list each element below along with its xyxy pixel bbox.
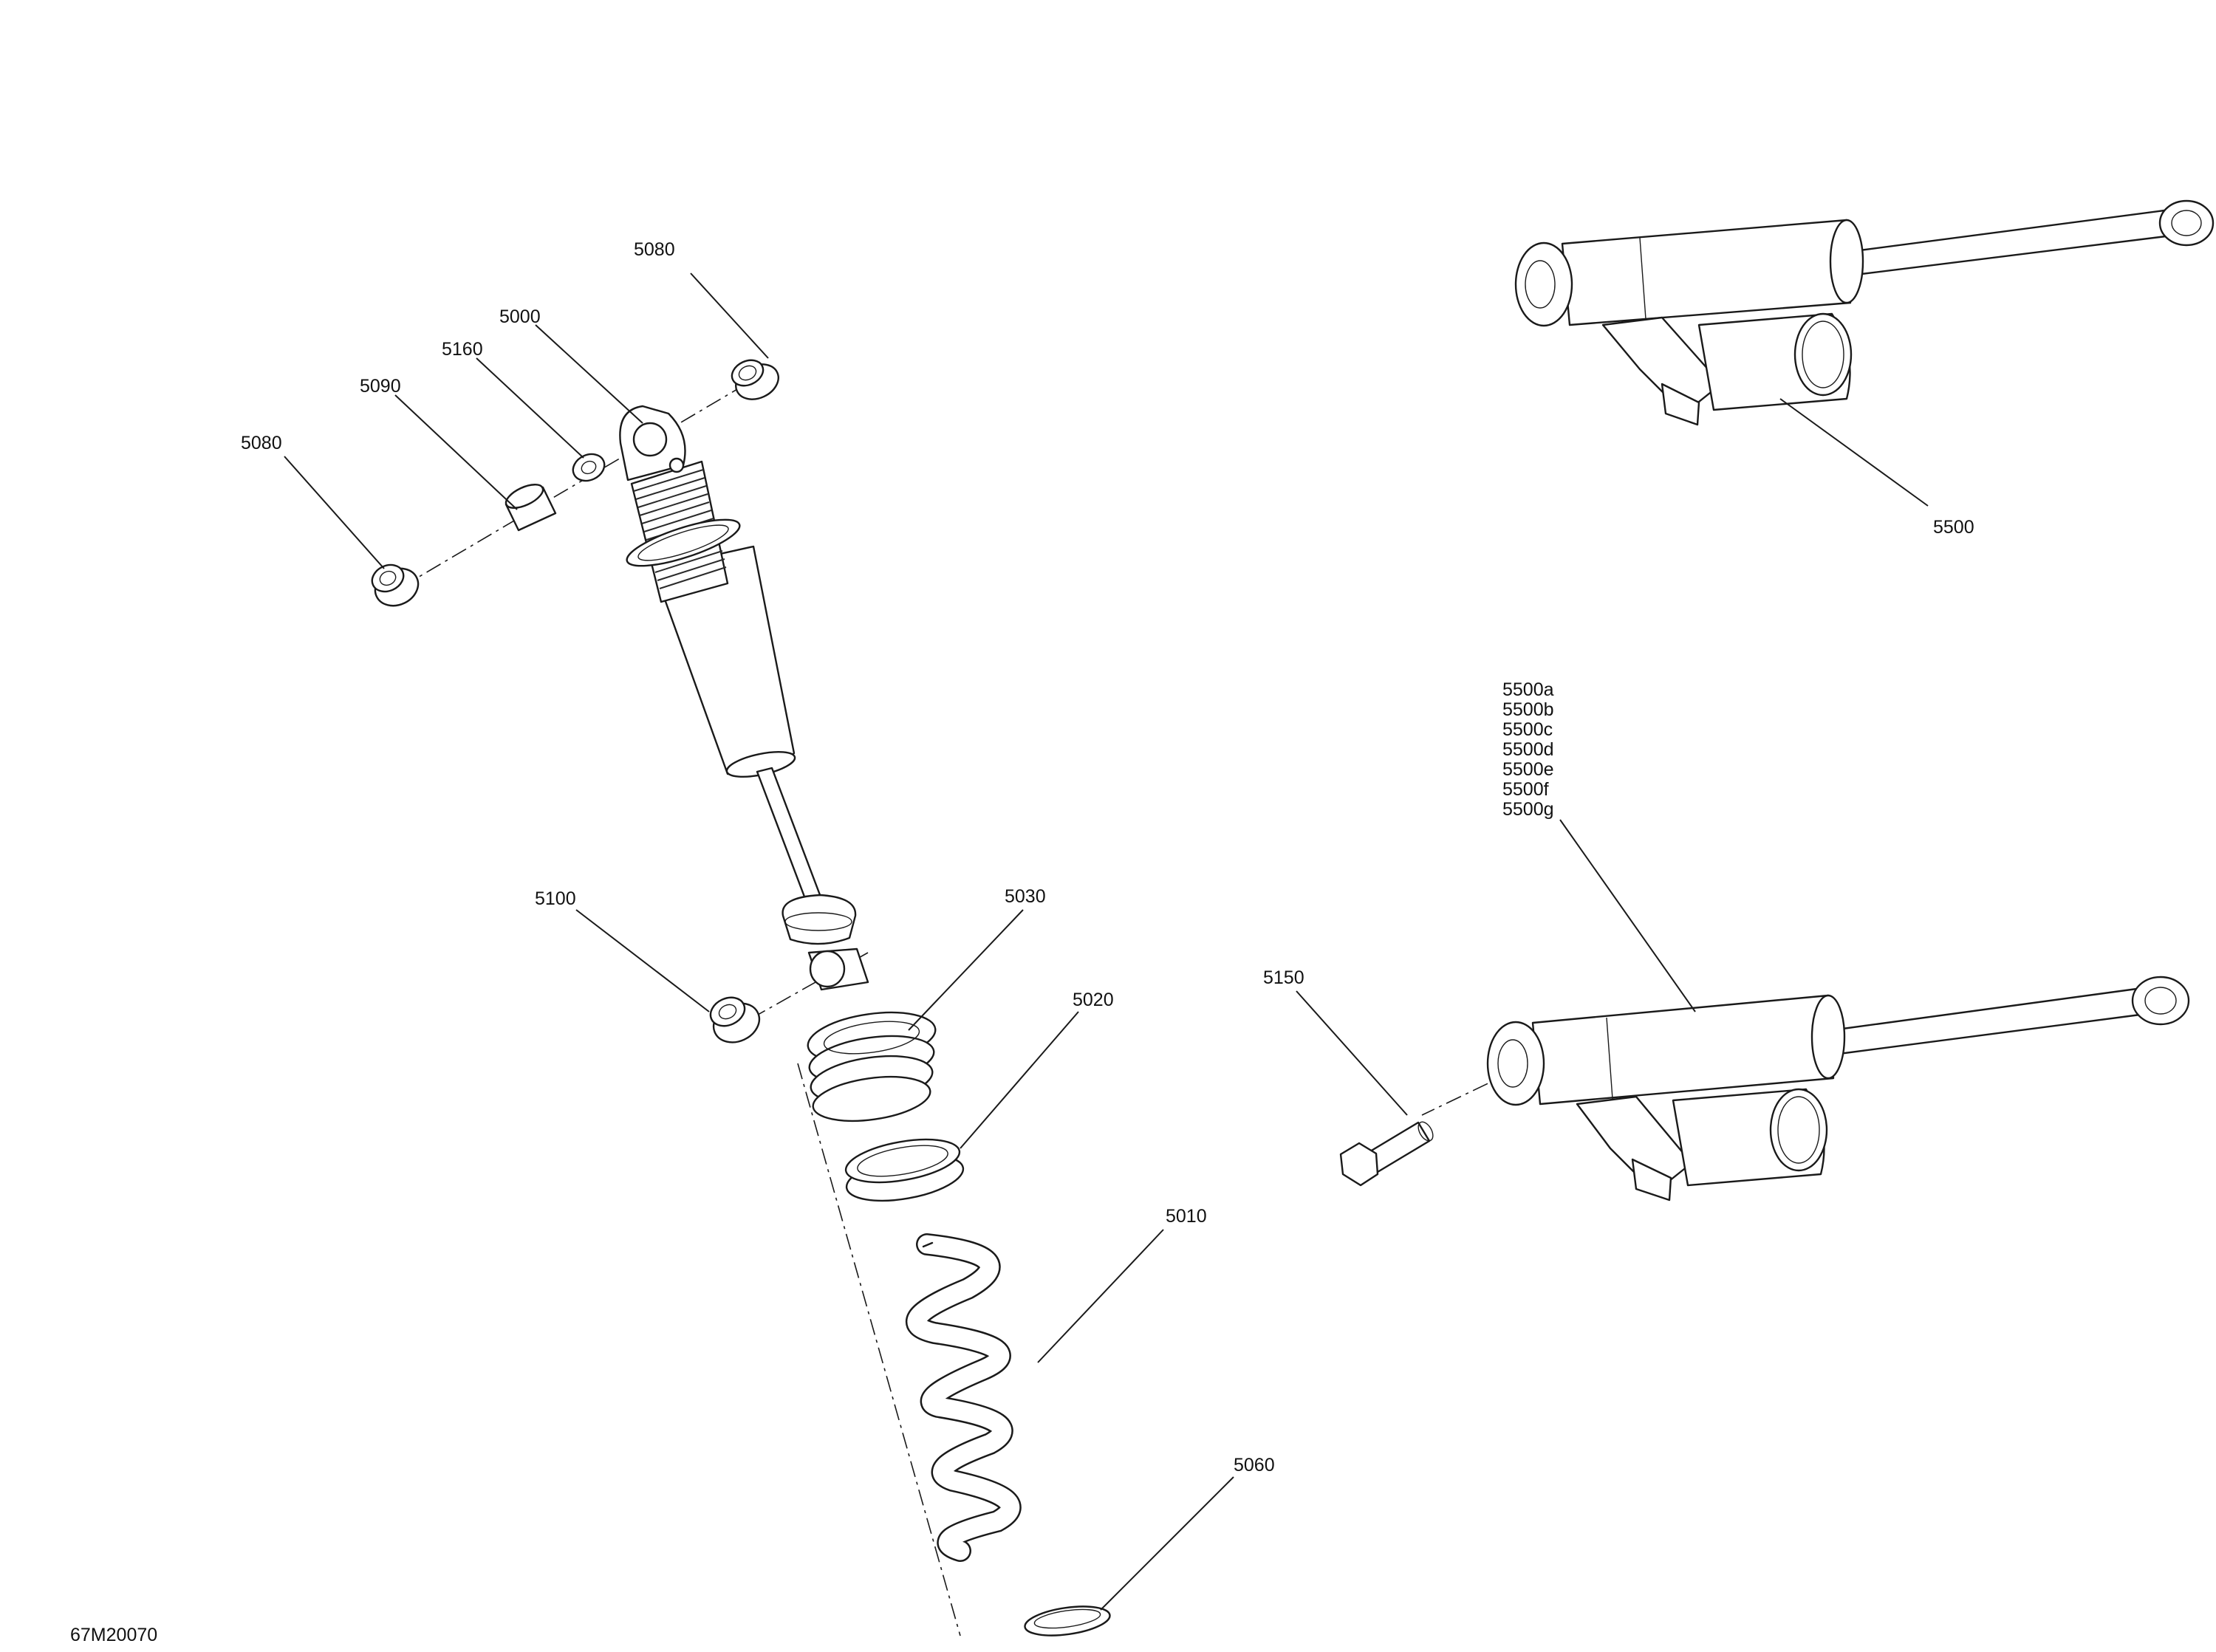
spring-retainer-5020 — [844, 1138, 965, 1202]
label-5000: 5000 — [499, 306, 541, 327]
label-5090: 5090 — [360, 376, 401, 397]
label-5500d: 5500d — [1502, 739, 1554, 760]
bolt-5150 — [1339, 1121, 1434, 1187]
bushing-5100 — [709, 996, 761, 1043]
spring-seat-5030 — [807, 1011, 937, 1123]
label-5500e: 5500e — [1502, 759, 1554, 780]
label-5150: 5150 — [1263, 967, 1304, 988]
label-5080-left: 5080 — [241, 433, 282, 453]
nut-5160 — [572, 453, 606, 482]
bushing-5080-top — [731, 359, 779, 400]
label-5030: 5030 — [1005, 886, 1046, 907]
label-5500g: 5500g — [1502, 799, 1554, 820]
part-labels: 5080 5000 5160 5090 5080 5100 5030 5020 … — [70, 239, 1974, 1645]
label-5100: 5100 — [535, 888, 576, 909]
shock-assembly-5500-variants — [1486, 976, 2190, 1202]
label-5010: 5010 — [1166, 1206, 1207, 1227]
label-5500b: 5500b — [1502, 699, 1554, 720]
label-5500: 5500 — [1933, 517, 1974, 538]
label-5500f: 5500f — [1502, 779, 1549, 800]
label-5060: 5060 — [1234, 1455, 1275, 1476]
assembly-axes — [394, 383, 1515, 1636]
shock-assembly-5500 — [1514, 199, 2215, 426]
sleeve-5090 — [505, 484, 557, 532]
label-5160: 5160 — [442, 339, 483, 360]
coil-spring-5010 — [906, 1233, 1022, 1562]
label-5500c: 5500c — [1502, 719, 1553, 740]
shock-absorber-5000 — [619, 405, 869, 991]
bushing-5080-left — [371, 563, 420, 607]
label-5500a: 5500a — [1502, 679, 1554, 700]
figure-code: 67M20070 — [70, 1625, 157, 1645]
label-5080-top: 5080 — [634, 239, 675, 260]
spring-clip-5060 — [1024, 1605, 1111, 1636]
leader-lines — [284, 273, 1929, 1611]
label-5020: 5020 — [1073, 990, 1114, 1010]
